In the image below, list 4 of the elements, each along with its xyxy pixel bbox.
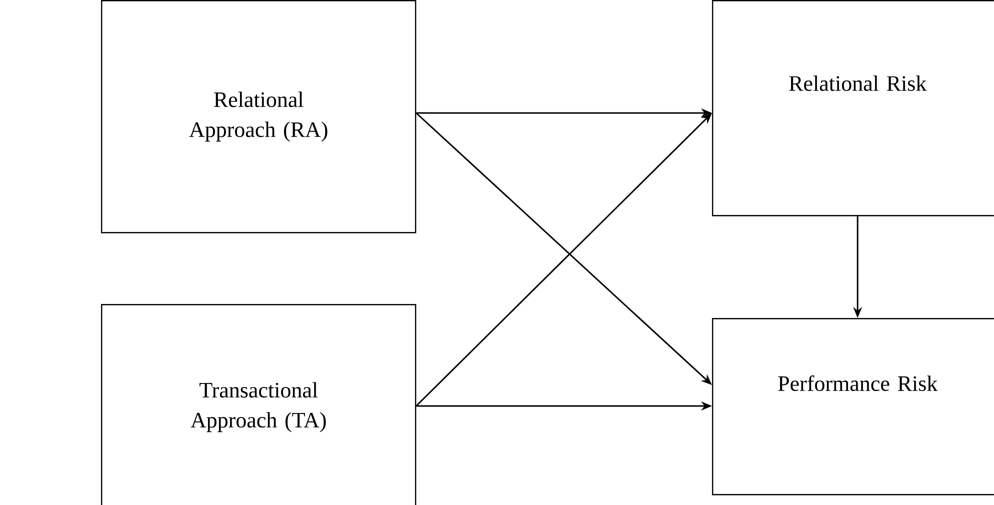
text-box: Transactional Approach (TA) <box>101 304 416 505</box>
text-box: Relational Approach (RA) <box>101 0 416 234</box>
text-box: Relational Risk <box>712 0 994 216</box>
text-box: Performance Risk <box>712 318 994 496</box>
